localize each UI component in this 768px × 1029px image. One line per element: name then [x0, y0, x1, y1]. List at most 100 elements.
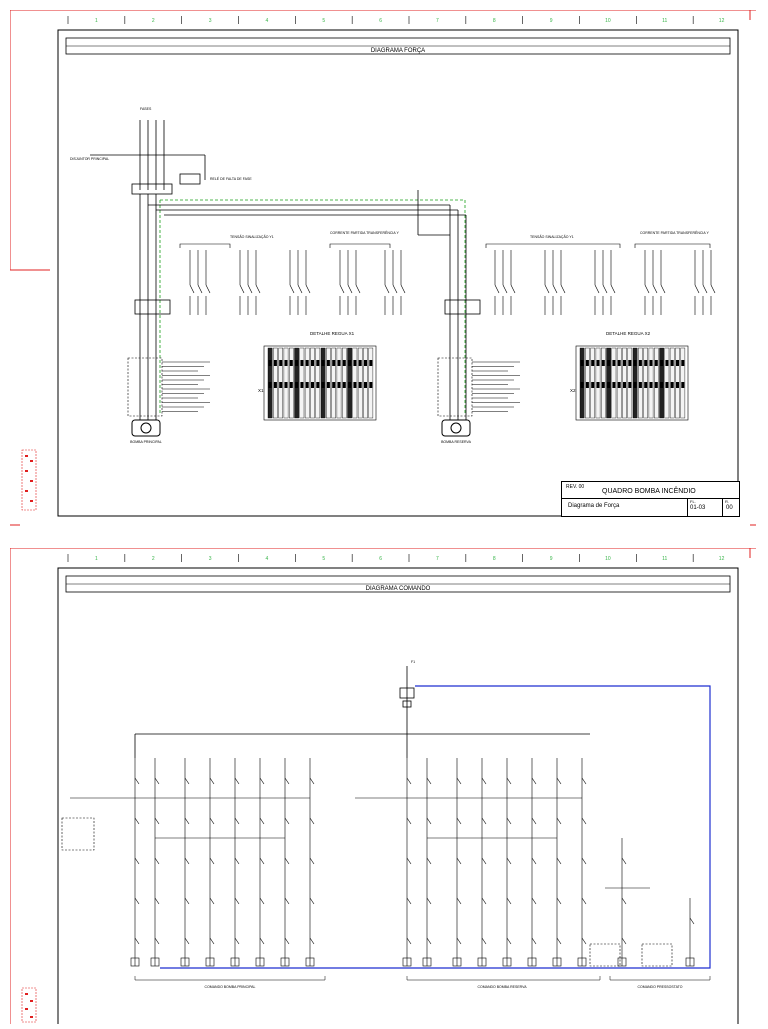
column-number: 8: [493, 18, 496, 24]
terminal-screw: [342, 360, 346, 366]
terminal-screw: [676, 382, 679, 388]
terminal-screw: [676, 360, 679, 366]
rung-contact: [406, 897, 412, 905]
column-number: 2: [152, 18, 155, 24]
group-bracket: [179, 243, 231, 248]
rung-contact: [531, 817, 537, 825]
rung-contact: [259, 937, 265, 945]
terminal-screw: [617, 382, 621, 388]
coil: [305, 957, 315, 967]
column-number: 6: [379, 556, 382, 562]
rung-contact: [406, 857, 412, 865]
rung-contact: [309, 857, 315, 865]
rung-contact: [184, 777, 190, 785]
terminal-screw: [612, 360, 616, 366]
terminal-screw: [273, 382, 277, 388]
terminal-screw: [617, 360, 621, 366]
rung-contact: [184, 897, 190, 905]
rung-contact: [506, 857, 512, 865]
rung-contact: [209, 897, 215, 905]
terminal-screw: [369, 382, 373, 388]
column-number: 1: [95, 556, 98, 562]
contact-blade: [205, 284, 211, 294]
column-number: 9: [550, 18, 553, 24]
rung-contact: [154, 857, 160, 865]
terminal-screw: [289, 360, 293, 366]
terminal-screw: [601, 382, 605, 388]
contact-blade: [694, 284, 700, 294]
column-number: 3: [209, 18, 212, 24]
rung-contact: [309, 817, 315, 825]
terminal-screw: [289, 382, 293, 388]
contact-blade: [247, 284, 253, 294]
terminal-screw: [284, 382, 288, 388]
terminal-screw: [332, 360, 336, 366]
rung-contact: [406, 937, 412, 945]
terminal-screw: [316, 382, 320, 388]
rung-contact: [259, 857, 265, 865]
group-bracket: [634, 243, 711, 248]
detail-x2: DETALHE REGUA X2: [606, 331, 651, 336]
rung-contact: [209, 777, 215, 785]
title-project: QUADRO BOMBA INCÊNDIO: [602, 488, 696, 495]
terminal-screw: [295, 360, 299, 366]
disjuntor-label: DISJUNTOR PRINCIPAL: [70, 157, 109, 161]
contact-blade: [297, 284, 303, 294]
rung-contact: [234, 817, 240, 825]
strip-rail: [575, 345, 689, 421]
terminal-screw: [369, 360, 373, 366]
rung-contact: [581, 937, 587, 945]
terminal-strip-x2: [575, 345, 689, 421]
column-number: 7: [436, 18, 439, 24]
terminal-screw: [337, 382, 341, 388]
signal-contacts: [179, 243, 716, 315]
contact-blade: [602, 284, 608, 294]
rung-contact: [259, 777, 265, 785]
stamp-left: [21, 449, 37, 511]
terminal-screw: [321, 360, 325, 366]
rung-contact: [309, 777, 315, 785]
title-block: REV. 00 QUADRO BOMBA INCÊNDIO Diagrama d…: [561, 481, 740, 517]
contact-blade: [544, 284, 550, 294]
rung-contact: [284, 817, 290, 825]
rung-contact: [184, 857, 190, 865]
motor-principal: [131, 419, 161, 437]
rung-contact: [134, 817, 140, 825]
column-number: 12: [719, 18, 725, 24]
rung-contact: [481, 817, 487, 825]
column-number: 6: [379, 18, 382, 24]
rung-contact: [184, 937, 190, 945]
rung-contact: [506, 777, 512, 785]
terminal-screw: [358, 360, 362, 366]
contact-blade: [239, 284, 245, 294]
group-bracket: [329, 243, 391, 248]
terminal-screw: [295, 382, 299, 388]
terminal-screw: [364, 360, 367, 366]
rung-contact: [456, 857, 462, 865]
contact-blade: [594, 284, 600, 294]
blue-neutral-wire: [160, 685, 711, 969]
terminal-screw: [670, 360, 674, 366]
strip-rail: [263, 345, 377, 421]
terminal-screw: [649, 382, 653, 388]
rung-contact: [134, 857, 140, 865]
drawing-border: [57, 29, 739, 517]
terminal-screw: [607, 382, 611, 388]
rung-contact: [481, 897, 487, 905]
contact-blade: [510, 284, 516, 294]
rung-contact: [284, 937, 290, 945]
group-braces: [134, 976, 711, 981]
contact-blade: [355, 284, 361, 294]
terminal-screw: [364, 382, 367, 388]
tensao-y2: TENSÃO SINALIZAÇÃO Y1: [530, 234, 574, 239]
coil: [230, 957, 240, 967]
rung-contact: [456, 897, 462, 905]
rung-contact: [506, 897, 512, 905]
column-number: 8: [493, 556, 496, 562]
coil: [552, 957, 562, 967]
terminal-screw: [279, 382, 283, 388]
coil: [205, 957, 215, 967]
column-number: 4: [266, 18, 269, 24]
terminal-screw: [348, 360, 352, 366]
